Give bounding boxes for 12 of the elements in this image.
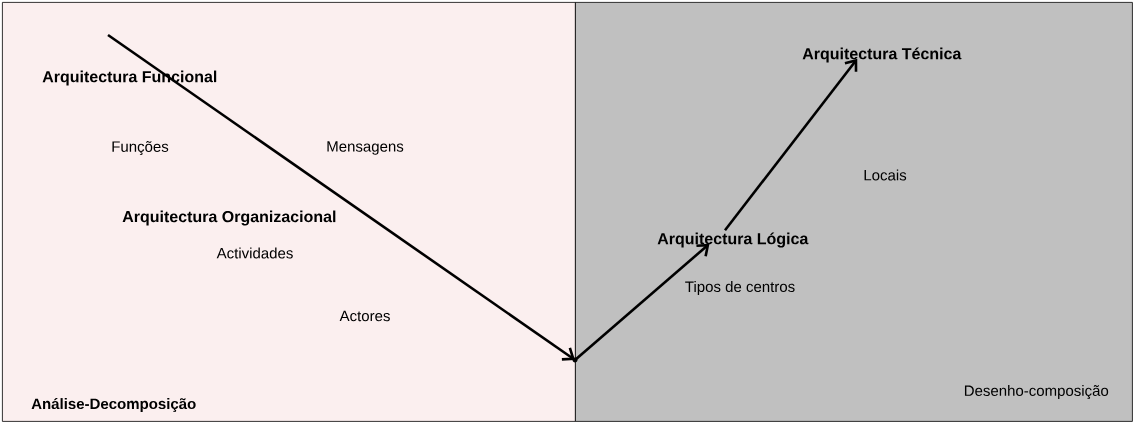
arrow bbox=[574, 243, 710, 361]
arrow bbox=[107, 33, 575, 361]
label-text: Mensagens bbox=[327, 141, 404, 155]
label-text: Funções bbox=[112, 141, 169, 155]
heading-text: Arquitectura Organizacional bbox=[122, 210, 336, 226]
heading-text: Arquitectura Lógica bbox=[657, 232, 809, 248]
label-text: Tipos de centros bbox=[685, 281, 795, 295]
label-text: Locais bbox=[864, 169, 907, 181]
label-text: Actividades bbox=[216, 247, 293, 259]
arrow bbox=[723, 58, 858, 232]
heading-text: Arquitectura Técnica bbox=[802, 47, 962, 63]
label-text: Actores bbox=[339, 310, 390, 322]
